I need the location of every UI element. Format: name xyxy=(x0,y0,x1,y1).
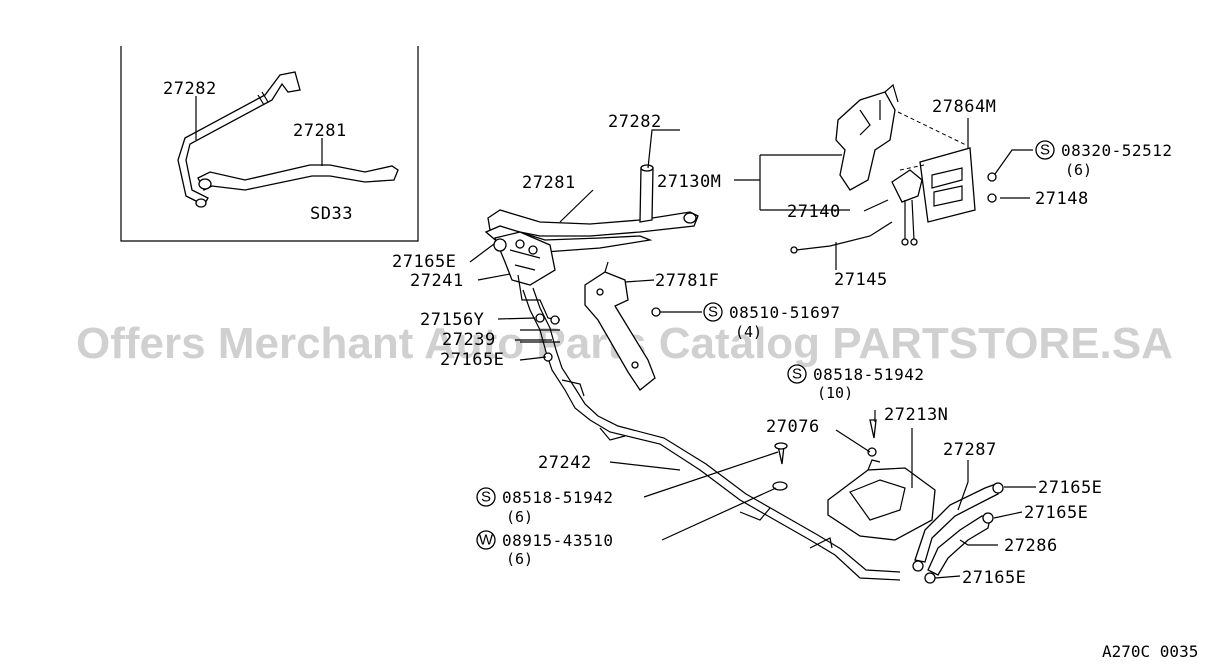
inset-hose-27282 xyxy=(177,71,301,208)
fastener-code: 08518-51942 xyxy=(813,365,924,384)
label-27286: 27286 xyxy=(1004,536,1058,556)
hose-27286 xyxy=(912,512,994,584)
screw-08510 xyxy=(651,307,661,317)
fastener-callout-08915: W 08915-43510 (6) xyxy=(476,530,613,568)
label-27241: 27241 xyxy=(410,271,464,291)
fastener-code: 08510-51697 xyxy=(729,303,840,322)
fastener-qty: (4) xyxy=(735,323,762,341)
fastener-symbol: S xyxy=(1040,142,1050,159)
label-27165E-right-2: 27165E xyxy=(1024,503,1088,523)
s-symbol-icon xyxy=(787,364,807,384)
inset-label-27282: 27282 xyxy=(163,79,217,99)
fastener-qty: (10) xyxy=(817,384,853,402)
fastener-qty: (6) xyxy=(506,508,533,526)
inset-hose-27281 xyxy=(197,164,399,191)
fastener-callout-08518-upper: S 08518-51942 (10) xyxy=(787,364,924,402)
fastener-callout-08320: S 08320-52512 (6) xyxy=(1035,140,1172,179)
fastener-symbol: S xyxy=(708,304,718,321)
fastener-code: 08518-51942 xyxy=(502,488,613,507)
fastener-27076 xyxy=(869,419,877,439)
s-symbol-icon xyxy=(1035,140,1055,160)
label-27287: 27287 xyxy=(943,440,997,460)
fastener-callout-08510: S 08510-51697 (4) xyxy=(703,302,840,341)
label-27076: 27076 xyxy=(766,417,820,437)
leader-lines xyxy=(469,118,1036,579)
washer-08915 xyxy=(772,481,788,491)
label-27282: 27282 xyxy=(608,112,662,132)
fastener-qty: (6) xyxy=(1065,161,1092,179)
hose-27287 xyxy=(914,482,1004,563)
inset-variant-label: SD33 xyxy=(310,204,353,224)
label-27156Y: 27156Y xyxy=(420,310,484,330)
cable-27145 xyxy=(790,221,893,254)
fastener-symbol: W xyxy=(479,532,494,549)
valve-block xyxy=(493,231,561,321)
fastener-qty: (6) xyxy=(506,550,533,568)
inset-sd33: 27282 27281 SD33 xyxy=(120,46,419,242)
fastener-symbol: S xyxy=(792,366,802,383)
label-27165E-right-1: 27165E xyxy=(1038,478,1102,498)
s-symbol-icon xyxy=(476,487,496,507)
control-bracket-27130M xyxy=(835,83,899,191)
fastener-callout-08518-lower: S 08518-51942 (6) xyxy=(476,487,613,526)
label-27148: 27148 xyxy=(1035,189,1089,209)
control-knob-27140 xyxy=(891,169,923,246)
inset-frame xyxy=(120,46,419,242)
label-27165E-right-3: 27165E xyxy=(962,568,1026,588)
label-27242: 27242 xyxy=(538,453,592,473)
inset-label-27281: 27281 xyxy=(293,121,347,141)
label-27281: 27281 xyxy=(522,173,576,193)
hose-27282-main xyxy=(639,164,654,223)
control-panel-27864M xyxy=(897,111,997,223)
bracket-27781F xyxy=(584,261,661,391)
figure-id: A270C 0035 xyxy=(1102,642,1198,661)
label-27140: 27140 xyxy=(787,202,841,222)
label-27781F: 27781F xyxy=(655,271,719,291)
w-symbol-icon xyxy=(476,530,496,550)
label-27145: 27145 xyxy=(834,270,888,290)
fastener-code: 08320-52512 xyxy=(1061,141,1172,160)
fastener-symbol: S xyxy=(481,489,491,506)
bolt-08518-lower xyxy=(774,442,788,465)
label-27213N: 27213N xyxy=(884,405,948,425)
label-27165E-upper: 27165E xyxy=(392,252,456,272)
label-27239: 27239 xyxy=(442,330,496,350)
pipe-down xyxy=(520,287,901,581)
label-27130M: 27130M xyxy=(657,172,721,192)
s-symbol-icon xyxy=(703,302,723,322)
duct-27213N xyxy=(827,447,936,541)
fastener-code: 08915-43510 xyxy=(502,531,613,550)
label-27165E-middle: 27165E xyxy=(440,350,504,370)
label-27864M: 27864M xyxy=(932,97,996,117)
